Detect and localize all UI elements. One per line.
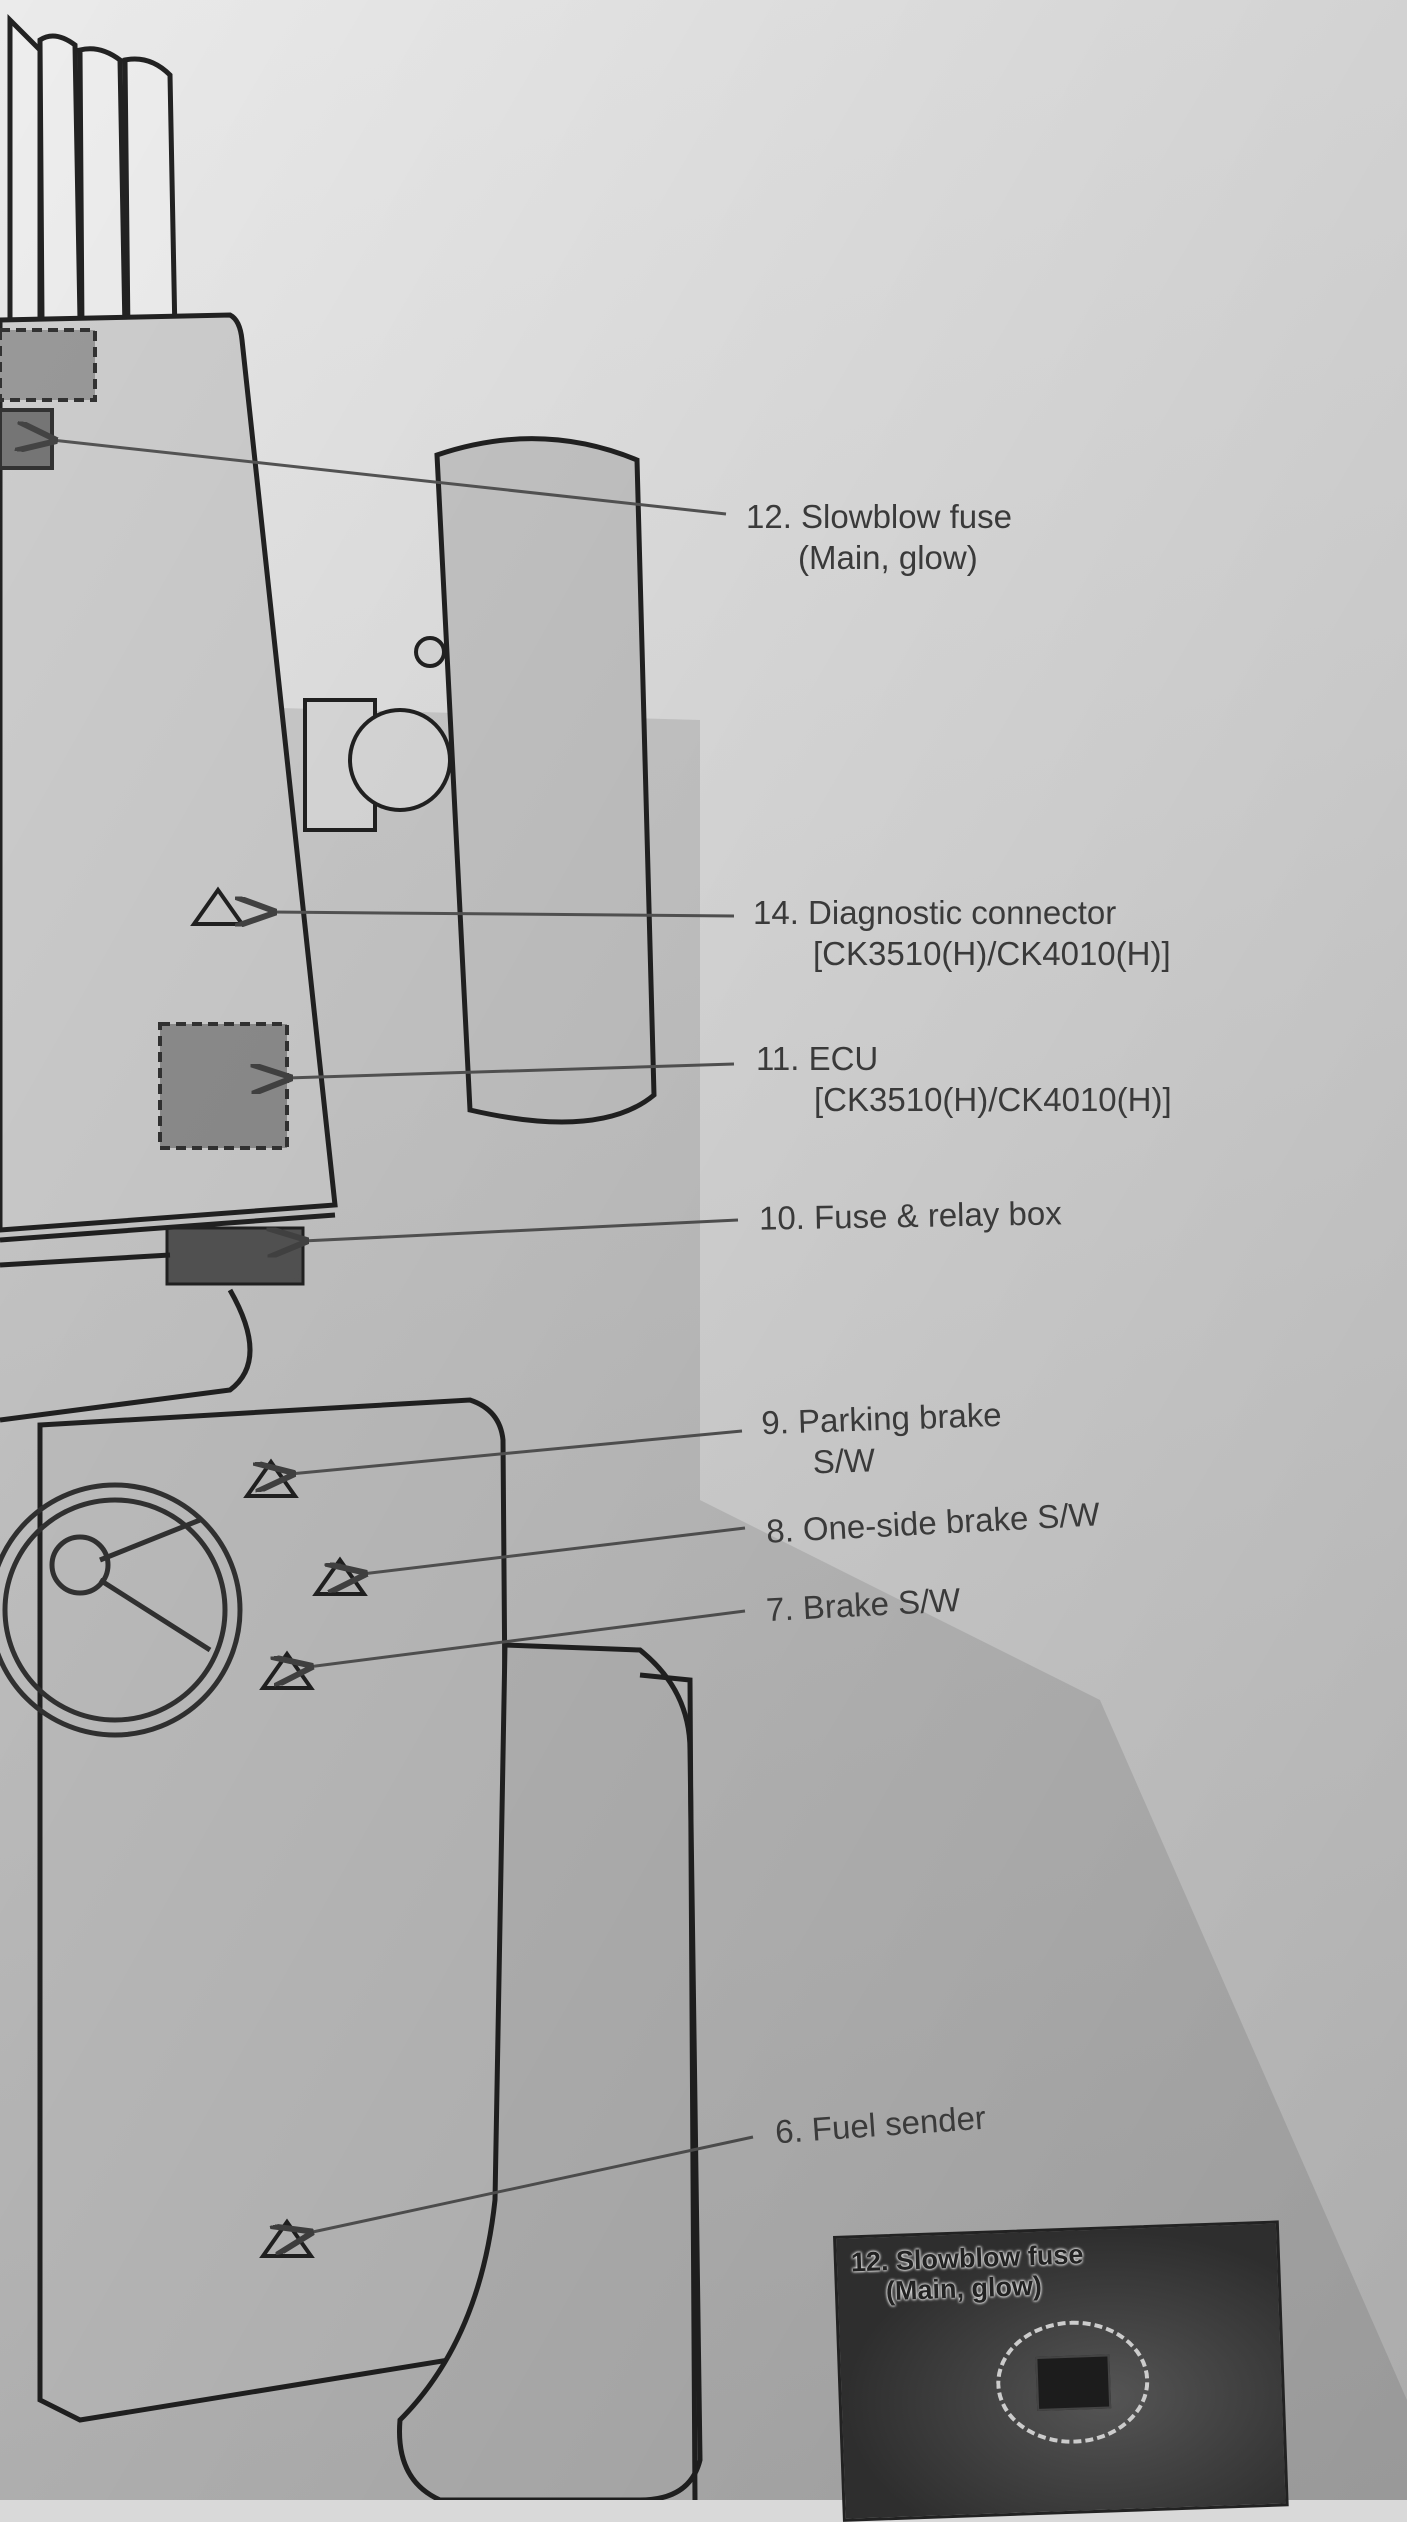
- inset-caption-line2: (Main, glow): [885, 2270, 1043, 2306]
- label-sub: (Main, glow): [798, 539, 978, 577]
- label-title: 12. Slowblow fuse: [746, 498, 1012, 535]
- label-title: 11. ECU: [756, 1040, 879, 1077]
- label-sub: [CK3510(H)/CK4010(H)]: [813, 935, 1171, 973]
- inset-photo: 12. Slowblow fuse (Main, glow): [833, 2220, 1289, 2522]
- label-title: 14. Diagnostic connector: [753, 894, 1117, 931]
- inset-caption: 12. Slowblow fuse (Main, glow): [850, 2239, 1084, 2307]
- label-title: 10. Fuse & relay box: [758, 1194, 1062, 1237]
- label-ecu: 11. ECU [CK3510(H)/CK4010(H)]: [756, 1038, 1172, 1121]
- label-slowblow-fuse: 12. Slowblow fuse (Main, glow): [746, 496, 1012, 579]
- fuse-part-photo: [1035, 2354, 1112, 2411]
- label-sub: [CK3510(H)/CK4010(H)]: [814, 1081, 1172, 1119]
- label-parking-brake: 9. Parking brake S/W: [761, 1394, 1004, 1485]
- label-sub: S/W: [812, 1441, 876, 1481]
- label-diagnostic-connector: 14. Diagnostic connector [CK3510(H)/CK40…: [753, 892, 1171, 975]
- label-title: 9. Parking brake: [760, 1395, 1003, 1442]
- label-fuse-relay-box: 10. Fuse & relay box: [759, 1192, 1062, 1239]
